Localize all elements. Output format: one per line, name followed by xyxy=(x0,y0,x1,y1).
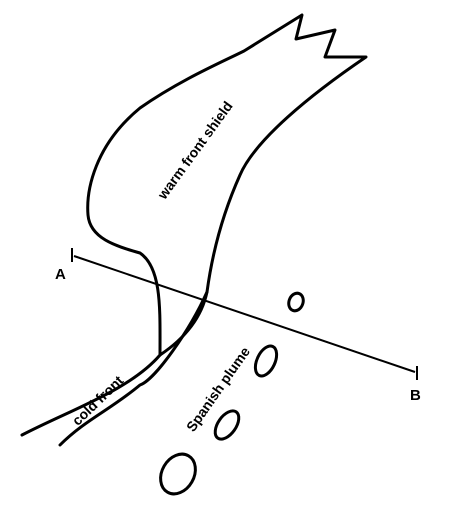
cold-front-line-lower xyxy=(58,290,209,447)
plume-cell-upper xyxy=(253,344,279,378)
cross-section-label-b: B xyxy=(410,387,421,404)
warm-front-shield-label: warm front shield xyxy=(154,98,236,203)
cross-section-label-a: A xyxy=(55,266,66,283)
plume-cell-lower xyxy=(159,452,197,496)
warm-front-shield-outline xyxy=(86,13,368,357)
plume-cell-small xyxy=(287,291,305,313)
plume-cell-middle xyxy=(213,409,241,441)
cross-section-line xyxy=(73,255,416,373)
cold-front-line-upper xyxy=(20,353,162,437)
